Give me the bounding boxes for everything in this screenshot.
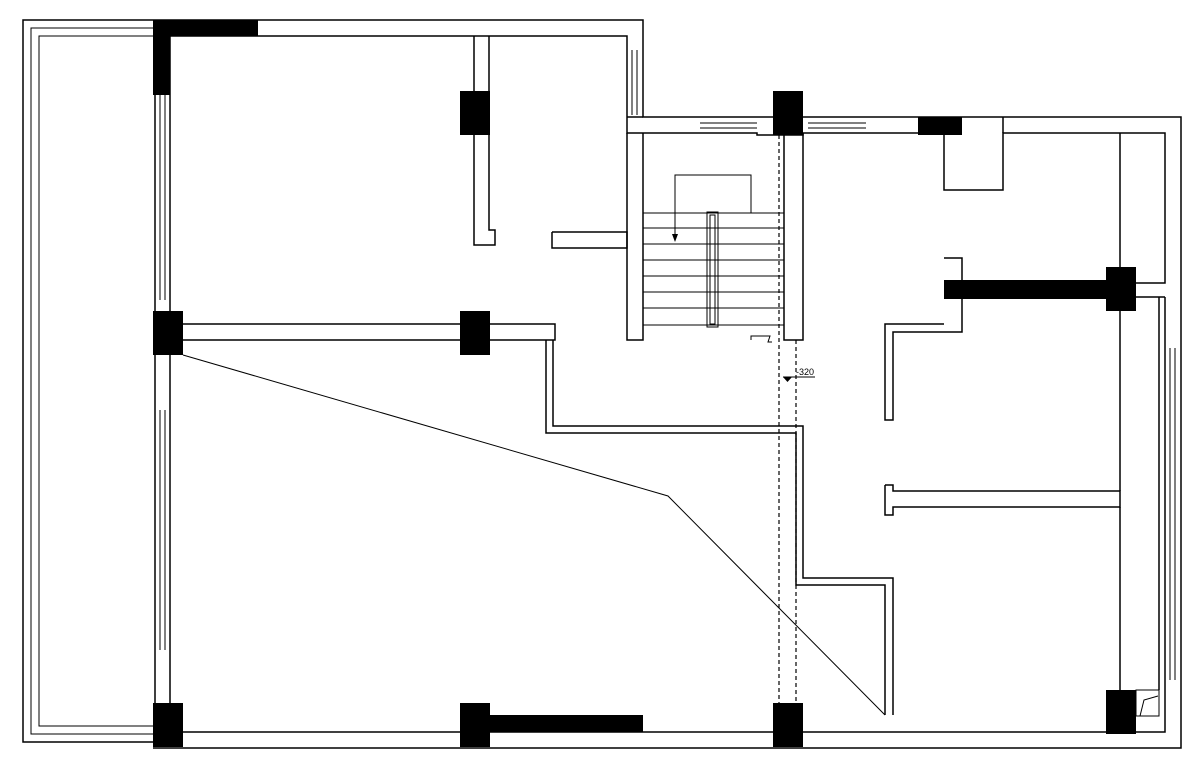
exterior-walls <box>153 19 1182 749</box>
corner-detail <box>1135 689 1160 717</box>
level-marker-label: -320 <box>796 367 814 377</box>
structural-columns <box>153 20 1136 747</box>
level-triangle-icon <box>783 377 792 382</box>
windows <box>159 50 1176 680</box>
stair-direction-arrow <box>672 234 678 242</box>
diagonal-lines <box>182 354 886 716</box>
staircase <box>643 174 784 343</box>
level-marker: -320 <box>783 367 815 382</box>
balcony-outline <box>22 19 153 743</box>
beam-lines <box>778 135 797 705</box>
interior-walls <box>170 36 1160 715</box>
